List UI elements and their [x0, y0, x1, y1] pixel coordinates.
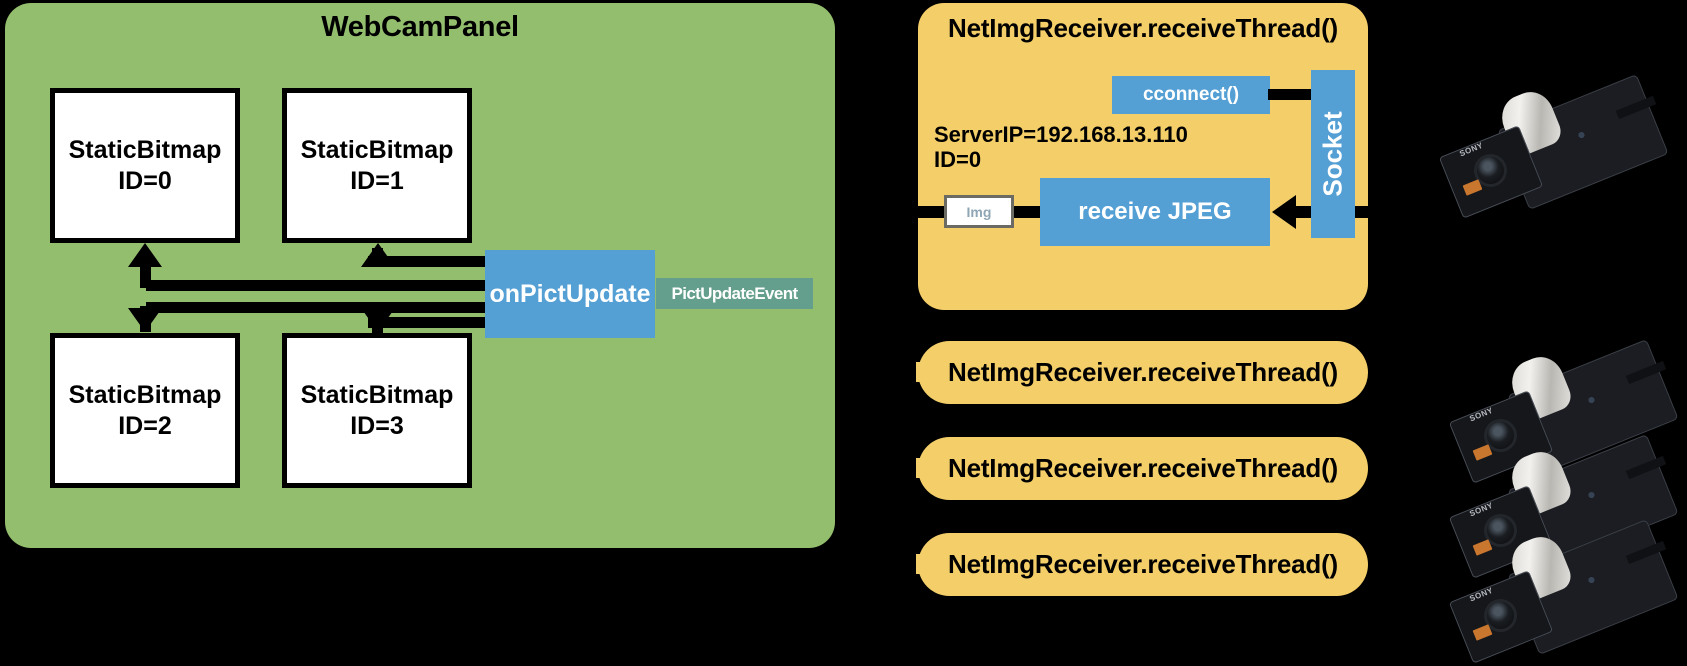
netimgreceiver-stub-2[interactable]: NetImgReceiver.receiveThread(): [918, 437, 1368, 500]
netimgreceiver-stub-3-title: NetImgReceiver.receiveThread(): [948, 549, 1338, 579]
socket-bar: Socket: [1311, 70, 1355, 238]
link-img-out: [918, 206, 946, 218]
netimgreceiver-panel-title: NetImgReceiver.receiveThread(): [948, 13, 1338, 43]
staticbitmap-1-id: ID=1: [350, 166, 404, 195]
staticbitmap-0-id: ID=0: [118, 166, 172, 195]
img-buffer-label: Img: [966, 203, 992, 220]
staticbitmap-2-name: StaticBitmap: [68, 381, 222, 409]
pictupdateevent-badge: PictUpdateEvent: [656, 278, 813, 309]
staticbitmap-0-name: StaticBitmap: [68, 136, 222, 164]
pictupdateevent-label: PictUpdateEvent: [671, 283, 798, 303]
camera-module-1: SONY: [1430, 339, 1680, 485]
arrowhead-bitmap1: [361, 243, 395, 267]
staticbitmap-1: StaticBitmap ID=1: [282, 88, 472, 243]
netimgreceiver-stub-2-title: NetImgReceiver.receiveThread(): [948, 453, 1338, 483]
staticbitmap-0: StaticBitmap ID=0: [50, 88, 240, 243]
netimgreceiver-stub-1-title: NetImgReceiver.receiveThread(): [948, 357, 1338, 387]
onpictupdate-label: onPictUpdate: [489, 279, 651, 308]
arrowhead-bitmap3: [361, 308, 395, 332]
arrow-line-to-bitmap1: [368, 256, 488, 267]
arrow-riser-bitmap0: [140, 262, 151, 288]
arrow-line-to-bitmap3: [368, 317, 488, 328]
socket-label: Socket: [1317, 111, 1348, 197]
camera-module-0: SONY: [1420, 74, 1670, 220]
arrow-line-to-bitmap0: [146, 280, 488, 291]
camera-lens-icon: [1487, 602, 1514, 629]
netimgreceiver-stub-3[interactable]: NetImgReceiver.receiveThread(): [918, 533, 1368, 596]
arrow-line-to-bitmap2: [146, 302, 488, 313]
cconnect-block[interactable]: cconnect(): [1112, 76, 1270, 114]
staticbitmap-3-name: StaticBitmap: [300, 381, 454, 409]
camera-lens-icon: [1477, 157, 1504, 184]
staticbitmap-2: StaticBitmap ID=2: [50, 333, 240, 488]
staticbitmap-3: StaticBitmap ID=3: [282, 333, 472, 488]
camera-module-2: SONY: [1430, 434, 1680, 580]
onpictupdate-block[interactable]: onPictUpdate: [485, 250, 655, 338]
netimgreceiver-stub-1[interactable]: NetImgReceiver.receiveThread(): [918, 341, 1368, 404]
server-info-text: ServerIP=192.168.13.110 ID=0: [934, 122, 1188, 173]
img-buffer-box: Img: [944, 195, 1014, 228]
camera-module-3: SONY: [1430, 519, 1680, 665]
staticbitmap-2-id: ID=2: [118, 411, 172, 440]
receive-jpeg-block[interactable]: receive JPEG: [1040, 178, 1270, 246]
staticbitmap-3-id: ID=3: [350, 411, 404, 440]
cconnect-label: cconnect(): [1142, 84, 1240, 105]
link-receivejpeg-img: [1012, 206, 1042, 218]
webcam-panel-title: WebCamPanel: [321, 11, 519, 43]
netimgreceiver-panel: NetImgReceiver.receiveThread(): [918, 3, 1368, 310]
camera-lens-icon: [1487, 517, 1514, 544]
arrowhead-receivejpeg: [1272, 195, 1296, 229]
arrowhead-bitmap2: [128, 308, 162, 332]
camera-lens-icon: [1487, 422, 1514, 449]
arrowhead-bitmap0: [128, 243, 162, 267]
staticbitmap-1-name: StaticBitmap: [300, 136, 454, 164]
receive-jpeg-label: receive JPEG: [1078, 198, 1232, 225]
